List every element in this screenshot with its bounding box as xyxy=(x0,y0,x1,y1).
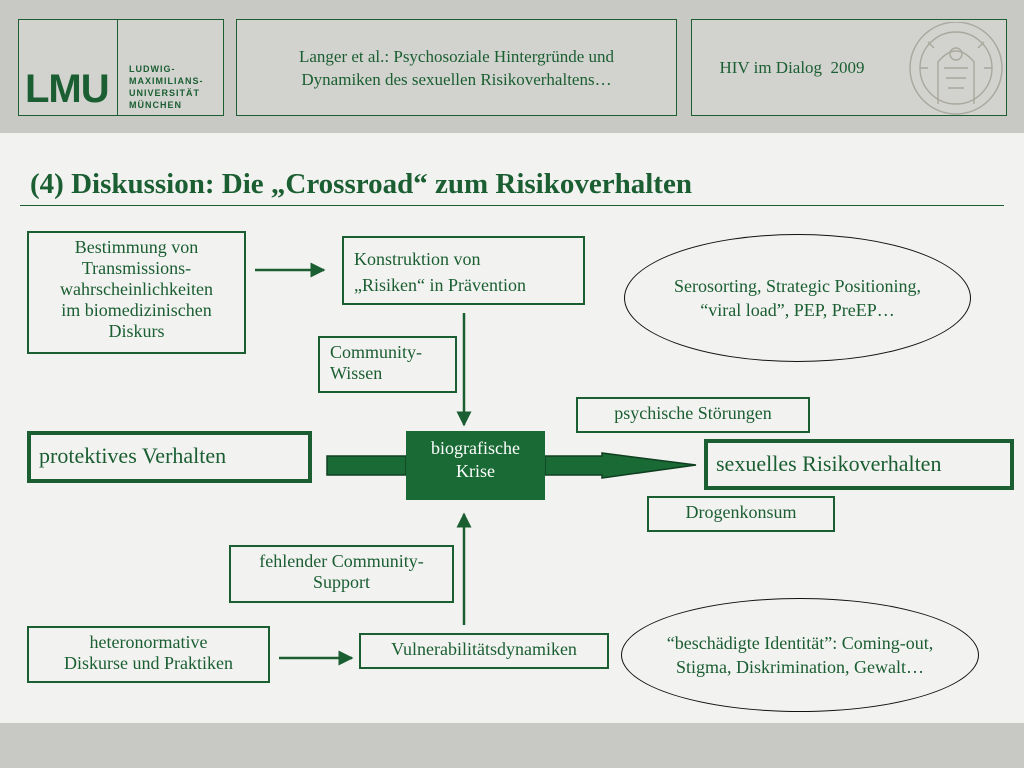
main-crossroad-arrowhead xyxy=(544,452,697,479)
sexual-risk-behavior-box: sexuelles Risikoverhalten xyxy=(704,439,1014,490)
page-title: (4) Diskussion: Die „Crossroad“ zum Risi… xyxy=(30,168,692,200)
transmission-box: Bestimmung von Transmissions- wahrschein… xyxy=(27,231,246,354)
biographical-crisis-box: biografische Krise xyxy=(406,431,545,500)
logo-mark: LMU xyxy=(25,67,110,111)
logo-divider xyxy=(117,20,118,115)
university-seal-icon xyxy=(909,22,1003,115)
citation-text: Langer et al.: Psychosoziale Hintergründ… xyxy=(298,47,615,89)
vulnerability-box: Vulnerabilitätsdynamiken xyxy=(359,633,609,669)
footer-bar xyxy=(0,723,1024,768)
event-text: HIV im Dialog 2009 xyxy=(719,58,865,77)
citation-box: Langer et al.: Psychosoziale Hintergründ… xyxy=(236,19,677,116)
main-crossroad-arrow xyxy=(326,455,407,476)
protective-behavior-box: protektives Verhalten xyxy=(27,431,312,483)
serosorting-ellipse: Serosorting, Strategic Positioning, “vir… xyxy=(624,234,971,362)
construction-box: Konstruktion von „Risiken“ in Prävention xyxy=(342,236,585,305)
event-box: HIV im Dialog 2009 xyxy=(691,19,1007,116)
logo-box: LMU LUDWIG- MAXIMILIANS- UNIVERSITÄT MÜN… xyxy=(18,19,224,116)
title-underline xyxy=(20,205,1004,206)
missing-support-box: fehlender Community- Support xyxy=(229,545,454,603)
logo-university-name: LUDWIG- MAXIMILIANS- UNIVERSITÄT MÜNCHEN xyxy=(129,64,204,110)
heteronormative-box: heteronormative Diskurse und Praktiken xyxy=(27,626,270,683)
community-knowledge-box: Community- Wissen xyxy=(318,336,457,393)
psych-disorders-box: psychische Störungen xyxy=(576,397,810,433)
identity-ellipse: “beschädigte Identität”: Coming-out, Sti… xyxy=(621,598,979,712)
drug-use-box: Drogenkonsum xyxy=(647,496,835,532)
